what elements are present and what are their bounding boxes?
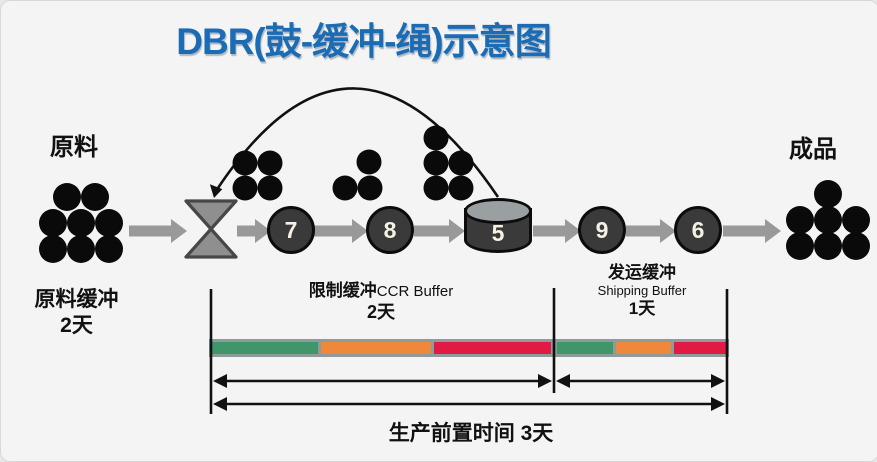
raw-material-buffer-block: 原料缓冲 2天 <box>9 287 144 339</box>
station-node-7: 7 <box>267 206 315 254</box>
station-number: 8 <box>383 216 397 243</box>
raw-material-dots <box>39 183 123 263</box>
ccr-buffer-label-zh: 限制缓冲 <box>308 281 377 300</box>
ccr-buffer-block: 限制缓冲CCR Buffer 2天 <box>231 280 531 323</box>
ccr-buffer-label-en: CCR Buffer <box>376 283 454 300</box>
measurement-arrowheads <box>213 374 725 411</box>
page-title: DBR(鼓-缓冲-绳)示意图 <box>176 21 551 62</box>
station-node-6: 6 <box>674 206 722 254</box>
station-node-9: 9 <box>578 206 626 254</box>
constraint-hourglass-icon <box>184 199 238 259</box>
station-number: 5 <box>491 220 505 246</box>
drum-top-ellipse <box>464 198 532 224</box>
flow-arrow-icon <box>533 219 581 243</box>
wip-dots-before-station-8 <box>332 149 383 201</box>
buffer-zone-bar <box>209 339 729 357</box>
drum-station-5: 5 <box>464 198 532 256</box>
ccr-green-zone <box>212 342 318 354</box>
ccr-red-zone <box>434 342 551 354</box>
lead-time-label: 生产前置时间 3天 <box>388 422 554 445</box>
finished-goods-dots <box>786 180 870 260</box>
flow-arrow-icon <box>626 219 676 243</box>
flow-arrows <box>129 219 781 243</box>
station-number: 7 <box>284 216 298 243</box>
flow-arrow-icon <box>237 219 271 243</box>
station-number: 9 <box>595 216 609 243</box>
raw-material-buffer-label: 原料缓冲 <box>34 288 119 311</box>
flow-arrow-icon <box>129 219 187 243</box>
station-number: 6 <box>691 216 705 243</box>
shipping-buffer-label-zh: 发运缓冲 <box>608 263 676 282</box>
shipping-buffer-days: 1天 <box>628 299 656 318</box>
flow-arrow-icon <box>414 219 465 243</box>
ship-red-zone <box>674 342 726 354</box>
flow-arrow-icon <box>314 219 368 243</box>
rope-arc <box>209 87 500 198</box>
wip-dots-before-drum-5 <box>423 125 474 201</box>
flow-arrow-icon <box>723 219 781 243</box>
ccr-orange-zone <box>321 342 431 354</box>
shipping-buffer-label-en: Shipping Buffer <box>597 283 687 298</box>
finished-goods-label: 成品 <box>789 136 837 163</box>
rope-arrowhead-icon <box>209 184 223 198</box>
ship-orange-zone <box>616 342 671 354</box>
raw-material-label: 原料 <box>50 134 98 161</box>
wip-dots-before-station-7 <box>232 150 283 201</box>
ccr-buffer-days: 2天 <box>366 302 395 322</box>
ship-green-zone <box>557 342 613 354</box>
raw-material-buffer-days: 2天 <box>60 314 93 337</box>
station-node-8: 8 <box>366 206 414 254</box>
measurement-lines <box>209 288 729 414</box>
shipping-buffer-block: 发运缓冲 Shipping Buffer 1天 <box>567 263 717 319</box>
